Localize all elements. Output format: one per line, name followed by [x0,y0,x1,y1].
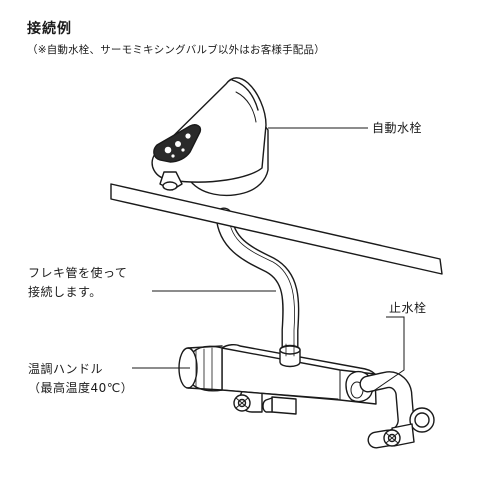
sensor-panel [153,124,202,163]
mixing-valve [178,343,377,415]
label-temp-handle-line1: 温調ハンドル [28,362,104,376]
leader-stop-valve [371,316,405,393]
counter-plate [110,183,443,275]
label-stop-valve-text: 止水栓 [389,301,427,315]
flexible-pipe [215,207,300,361]
automatic-faucet [151,77,269,197]
label-auto-faucet-text: 自動水栓 [372,121,423,135]
page-subtitle: （※自動水栓、サーモミキシングバルブ以外はお客様手配品） [27,44,325,56]
label-temp-handle-line2: （最高温度40℃） [28,380,134,395]
pipe-nut [279,343,301,368]
stop-valve [359,371,435,449]
label-flex-pipe-line2: 接続します。 [28,284,102,299]
label-flex-pipe-line1: フレキ管を使って [28,266,128,280]
page-title: 接続例 [27,21,72,37]
label-flex-pipe: フレキ管を使って 接続します。 [28,264,127,301]
label-auto-faucet: 自動水栓 [372,119,422,138]
label-stop-valve: 止水栓 [389,299,427,318]
label-temp-handle: 温調ハンドル （最高温度40℃） [28,360,133,397]
